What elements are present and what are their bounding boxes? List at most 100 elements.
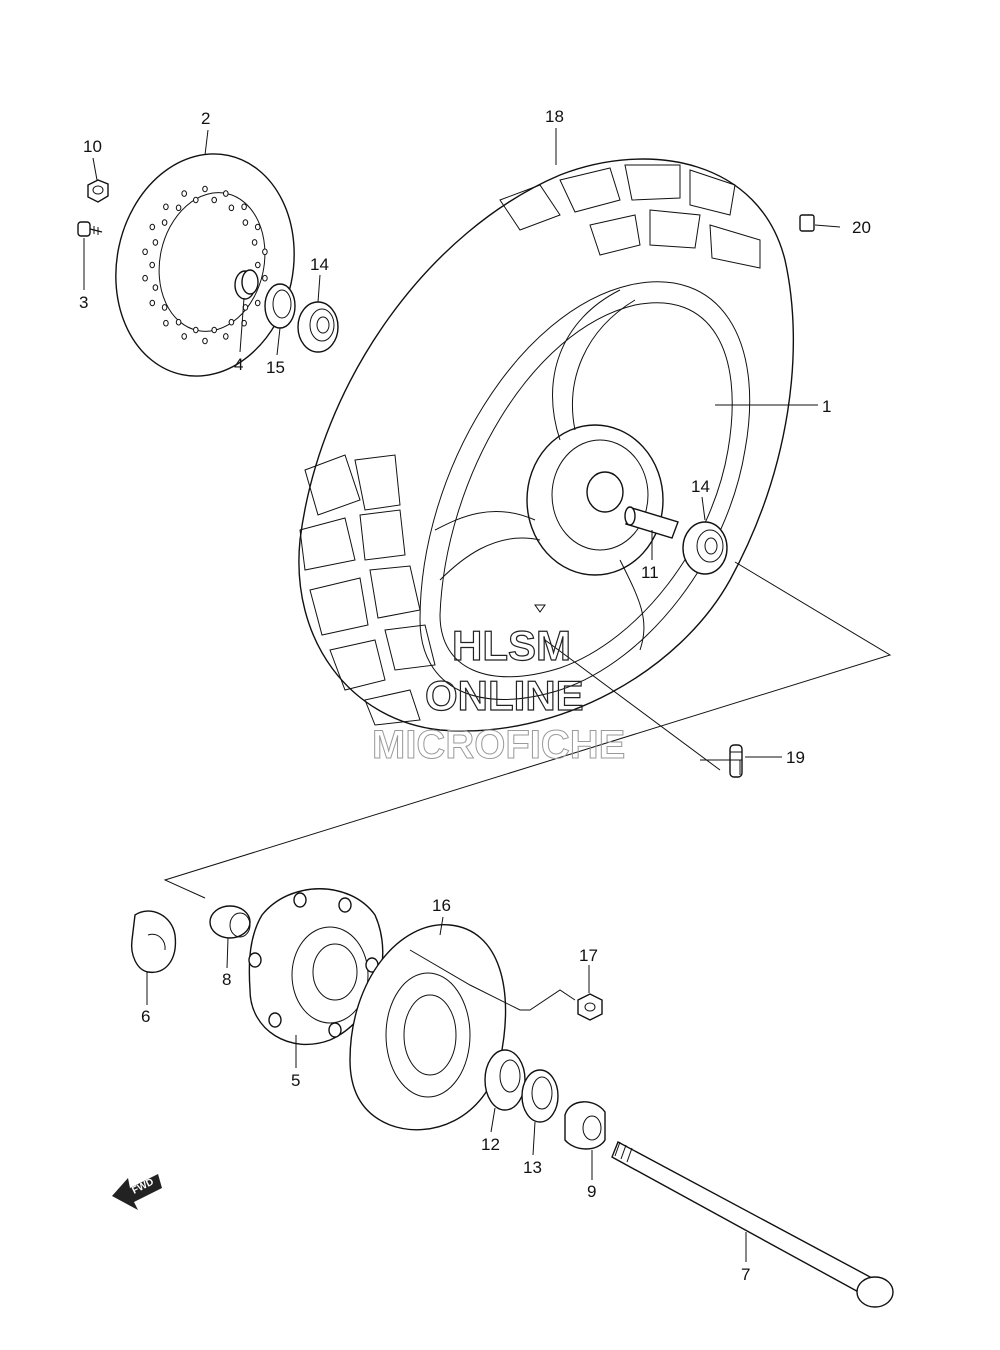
tread-block [369, 565, 421, 619]
spacer-4[interactable] [234, 269, 259, 300]
disc-hole [142, 248, 148, 256]
disc-hole [242, 219, 249, 226]
assembly-guide-lines [163, 561, 892, 1011]
disc-hole [211, 326, 217, 334]
callout-19: 19 [786, 748, 805, 767]
tread-block [589, 214, 641, 256]
disc-hole [254, 261, 261, 269]
fwd-arrow-icon: FWD [112, 1174, 162, 1210]
callout-13: 13 [523, 1158, 542, 1177]
spacer-9[interactable] [564, 1101, 606, 1150]
disc-hole [149, 299, 156, 307]
disc-hole [161, 219, 168, 226]
tread-block [364, 689, 421, 726]
oil-seal-15[interactable] [264, 283, 296, 329]
watermark: HLSM ONLINE MICROFICHE [372, 621, 626, 767]
drum-stud [338, 897, 352, 913]
drum-stud [328, 1022, 342, 1038]
callout-7: 7 [741, 1265, 750, 1284]
disc-hole [175, 318, 182, 326]
callout-11: 11 [641, 563, 659, 582]
tread-block [309, 577, 369, 636]
callout-numbers: 2 10 3 4 15 14 18 20 1 14 11 19 16 17 8 … [79, 107, 871, 1284]
watermark-line2: ONLINE [425, 672, 584, 719]
tread-block [384, 624, 436, 671]
disc-hole [228, 204, 235, 212]
disc-hole [193, 196, 199, 204]
disc-hole [181, 190, 187, 197]
tread-block [624, 164, 681, 201]
callout-3: 3 [79, 293, 88, 312]
drum-stud [248, 952, 262, 968]
disc-hole [163, 319, 169, 327]
bearing-14-lower[interactable] [682, 521, 728, 575]
disc-hole [228, 318, 235, 326]
callout-1: 1 [822, 397, 831, 416]
rear-wheel-assembly[interactable] [298, 158, 795, 732]
disc-hole [142, 274, 148, 282]
axle-7[interactable] [611, 1141, 894, 1308]
watermark-line3: MICROFICHE [372, 723, 625, 767]
nut-17[interactable] [577, 993, 603, 1021]
tread-block [299, 517, 356, 571]
tread-block [329, 639, 386, 691]
disc-hole [241, 203, 247, 211]
callout-4: 4 [234, 355, 243, 374]
tread-block [304, 454, 361, 516]
callout-17: 17 [579, 946, 598, 965]
bearing-12[interactable] [484, 1049, 526, 1111]
disc-hole [152, 239, 159, 246]
spacer-8[interactable] [209, 905, 251, 939]
callout-12: 12 [481, 1135, 500, 1154]
disc-hole [163, 203, 169, 211]
drum-stud [293, 892, 307, 908]
disc-hole [223, 190, 229, 197]
tread-block [709, 224, 761, 269]
tread-block [359, 509, 406, 561]
callout-14-lower: 14 [691, 477, 710, 496]
callout-5: 5 [291, 1071, 300, 1090]
disc-hole [262, 274, 268, 282]
disc-hole [193, 326, 199, 334]
disc-hole [181, 333, 187, 340]
disc-hole [152, 284, 159, 291]
callout-8: 8 [222, 970, 231, 989]
disc-hole [262, 248, 268, 256]
bolt-3[interactable] [77, 221, 103, 237]
callout-14-upper: 14 [310, 255, 329, 274]
disc-hole [161, 304, 168, 311]
balancer-20[interactable] [799, 214, 815, 232]
callout-20: 20 [852, 218, 871, 237]
drum-stud [268, 1012, 282, 1028]
disc-hole [149, 261, 155, 269]
callout-2: 2 [201, 109, 210, 128]
callout-18: 18 [545, 107, 564, 126]
callout-16: 16 [432, 896, 451, 915]
callout-10: 10 [83, 137, 102, 156]
cushion-6[interactable] [130, 910, 177, 973]
brake-disc[interactable] [96, 137, 315, 393]
callout-6: 6 [141, 1007, 150, 1026]
rear-sprocket-16[interactable] [349, 924, 507, 1131]
nut-10[interactable] [87, 179, 109, 203]
tread-block [649, 209, 701, 249]
disc-hole [251, 239, 258, 246]
disc-hole [254, 299, 261, 307]
callout-leaders [83, 128, 841, 1262]
tread-block [689, 169, 736, 216]
watermark-line1: HLSM [452, 622, 571, 669]
tread-block [559, 167, 621, 213]
callout-15: 15 [266, 358, 285, 377]
callout-9: 9 [587, 1182, 596, 1201]
disc-hole [202, 185, 208, 193]
disc-hole [223, 333, 229, 340]
oil-seal-13[interactable] [521, 1069, 559, 1123]
disc-hole [211, 196, 217, 204]
disc-hole [202, 337, 208, 345]
tread-block [354, 454, 401, 511]
bearing-14-upper[interactable] [297, 301, 339, 353]
sprocket-drum-5[interactable] [248, 888, 384, 1045]
disc-hole [254, 223, 261, 231]
disc-hole [149, 223, 156, 231]
